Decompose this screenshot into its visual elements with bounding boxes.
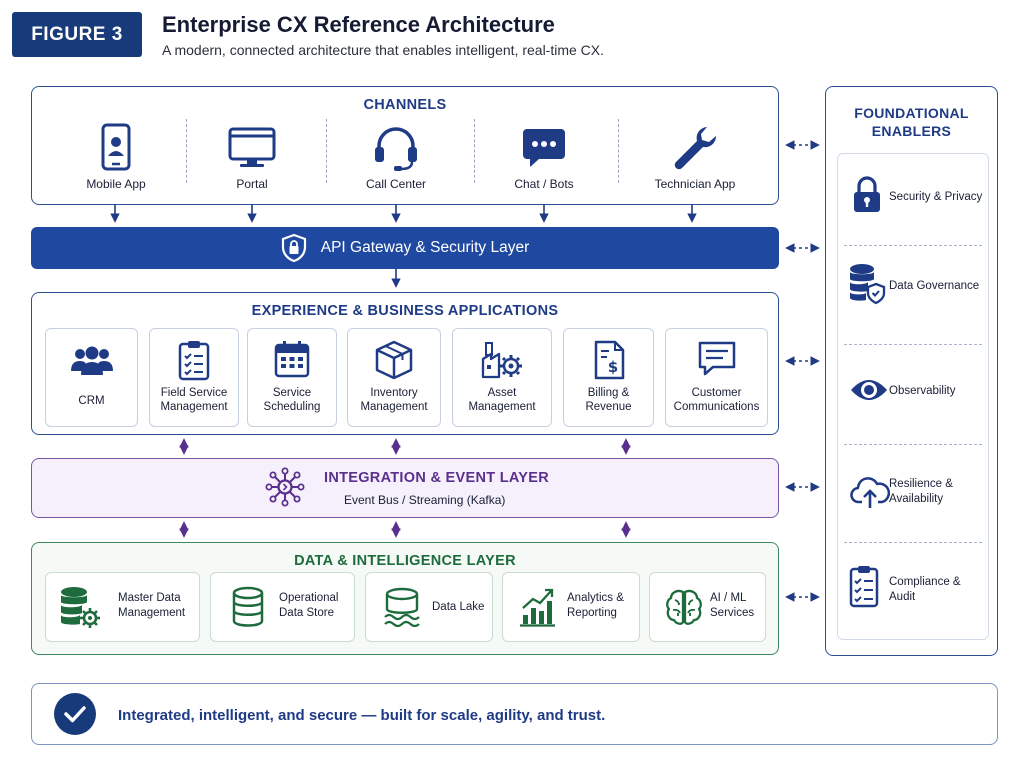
invoice-dollar-icon: $: [594, 340, 624, 380]
divider: [326, 119, 327, 183]
footer-banner: Integrated, intelligent, and secure — bu…: [31, 683, 998, 745]
data-label: Analytics & Reporting: [567, 592, 624, 619]
data-layer-title: DATA & INTELLIGENCE LAYER: [294, 553, 516, 569]
experience-panel: EXPERIENCE & BUSINESS APPLICATIONS CRM F…: [31, 292, 779, 435]
enabler-label: Data Governance: [889, 280, 980, 292]
channel-technician-app: Technician App: [635, 117, 755, 199]
app-card-billing: $ Billing & Revenue: [563, 328, 654, 427]
app-card-field-service: Field Service Management: [149, 328, 239, 427]
eye-icon: [851, 380, 887, 400]
divider: [844, 542, 982, 543]
data-card-ai-ml: AI / ML Services: [649, 572, 766, 642]
app-label: Billing & Revenue: [585, 387, 632, 413]
data-card-mdm: Master Data Management: [45, 572, 200, 642]
data-card-ods: Operational Data Store: [210, 572, 355, 642]
channels-title: CHANNELS: [363, 97, 447, 113]
enabler-compliance: Compliance & Audit: [838, 550, 988, 640]
app-label: Asset Management: [468, 387, 536, 413]
enabler-resilience: Resilience & Availability: [838, 450, 988, 540]
integration-title: INTEGRATION & EVENT LAYER: [324, 470, 550, 486]
enabler-label: Security & Privacy: [889, 191, 983, 203]
enabler-label: Compliance & Audit: [889, 576, 961, 603]
integration-subtitle: Event Bus / Streaming (Kafka): [344, 493, 506, 507]
box-icon: [375, 340, 413, 380]
message-icon: [698, 341, 735, 376]
channel-label: Mobile App: [86, 177, 146, 191]
app-card-inventory: Inventory Management: [347, 328, 441, 427]
data-lake-icon: [384, 587, 420, 627]
database-icon: [232, 586, 264, 627]
brain-icon: [666, 589, 702, 625]
data-label: AI / ML Services: [710, 592, 755, 619]
checklist-icon: [849, 566, 879, 608]
data-label: Master Data Management: [118, 592, 186, 619]
page-title: Enterprise CX Reference Architecture: [162, 12, 555, 37]
app-card-asset: Asset Management: [452, 328, 552, 427]
database-gear-icon: [61, 587, 100, 628]
app-label: Field Service Management: [160, 387, 228, 413]
app-card-customer-communications: Customer Communications: [665, 328, 768, 427]
api-gateway-label: API Gateway & Security Layer: [320, 239, 530, 256]
channels-panel: CHANNELS Mobile App Portal Call Center: [31, 86, 779, 205]
data-card-data-lake: Data Lake: [365, 572, 493, 642]
app-card-service-scheduling: Service Scheduling: [247, 328, 337, 427]
channel-label: Portal: [236, 177, 268, 191]
footer-text: Integrated, intelligent, and secure — bu…: [118, 707, 606, 724]
enabler-label: Resilience & Availability: [889, 478, 953, 505]
foundational-enablers-panel: FOUNDATIONAL ENABLERS Security & Privacy…: [825, 86, 998, 656]
cloud-upload-icon: [850, 477, 890, 508]
divider: [474, 119, 475, 183]
svg-text:$: $: [607, 358, 617, 376]
channel-label: Call Center: [365, 177, 427, 191]
enabler-security-privacy: Security & Privacy: [838, 154, 988, 244]
foundational-list: Security & Privacy Data Governance Obser…: [837, 153, 989, 640]
experience-title: EXPERIENCE & BUSINESS APPLICATIONS: [251, 303, 559, 319]
app-label: CRM: [78, 395, 105, 407]
bar-chart-icon: [520, 588, 555, 627]
app-label: Customer Communications: [673, 387, 760, 413]
mobile-phone-icon: [101, 123, 131, 171]
foundational-title: FOUNDATIONAL ENABLERS: [854, 105, 969, 139]
enabler-observability: Observability: [838, 348, 988, 438]
monitor-icon: [228, 127, 276, 167]
channel-chat-bots: Chat / Bots: [484, 117, 604, 199]
channel-call-center: Call Center: [336, 117, 456, 199]
divider: [844, 245, 982, 246]
chat-bubble-icon: [523, 129, 565, 167]
integration-panel: INTEGRATION & EVENT LAYER Event Bus / St…: [31, 458, 779, 518]
clipboard-checklist-icon: [178, 341, 210, 381]
channel-label: Chat / Bots: [514, 177, 574, 191]
network-hub-icon: [265, 467, 305, 507]
data-label: Operational Data Store: [279, 592, 339, 619]
app-label: Inventory Management: [360, 387, 428, 413]
factory-gear-icon: [481, 342, 522, 379]
app-label: Service Scheduling: [263, 387, 321, 413]
channel-label: Technician App: [654, 177, 736, 191]
database-shield-icon: [850, 264, 886, 305]
channel-portal: Portal: [192, 117, 312, 199]
app-card-crm: CRM: [45, 328, 138, 427]
users-icon: [70, 346, 113, 375]
divider: [844, 344, 982, 345]
enabler-label: Observability: [889, 385, 956, 397]
wrench-icon: [674, 127, 717, 170]
page-subtitle: A modern, connected architecture that en…: [162, 42, 605, 58]
padlock-icon: [854, 176, 880, 212]
data-layer-panel: DATA & INTELLIGENCE LAYER Master Data Ma…: [31, 542, 779, 655]
shield-lock-icon: [281, 233, 306, 263]
figure-badge: FIGURE 3: [12, 12, 142, 57]
divider: [844, 444, 982, 445]
api-gateway-bar: API Gateway & Security Layer: [31, 227, 779, 269]
divider: [618, 119, 619, 183]
headset-icon: [375, 127, 417, 171]
channel-mobile-app: Mobile App: [56, 117, 176, 199]
enabler-data-governance: Data Governance: [838, 250, 988, 340]
checkmark-circle-icon: [54, 693, 96, 735]
calendar-icon: [274, 341, 310, 378]
data-label: Data Lake: [432, 601, 485, 613]
divider: [186, 119, 187, 183]
data-card-analytics: Analytics & Reporting: [502, 572, 640, 642]
